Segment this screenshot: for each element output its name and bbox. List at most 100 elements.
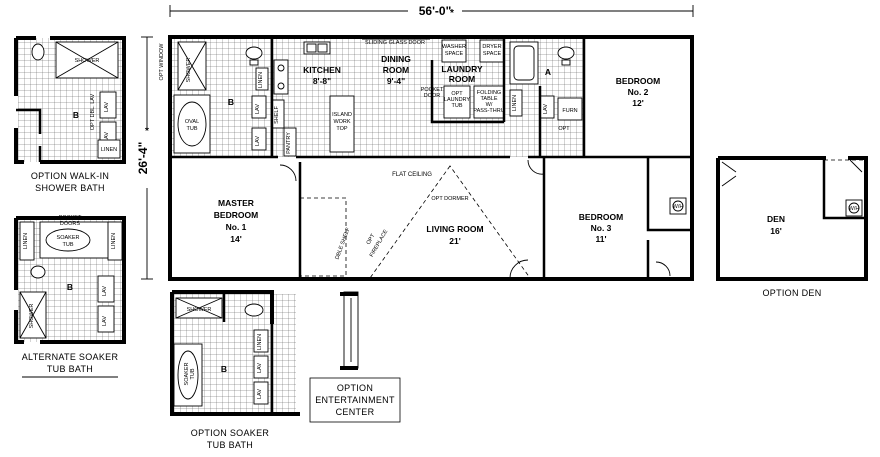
toilet bbox=[245, 46, 263, 60]
svg-text:OVAL: OVAL bbox=[185, 119, 199, 125]
svg-text:LAV: LAV bbox=[102, 316, 108, 326]
svg-text:SOAKER: SOAKER bbox=[184, 363, 190, 386]
caption-walk-in-line1: OPTION WALK-IN bbox=[31, 171, 109, 181]
svg-text:FLAT CEILING: FLAT CEILING bbox=[392, 172, 432, 178]
svg-text:W/H: W/H bbox=[849, 206, 860, 212]
svg-text:LAUNDRY: LAUNDRY bbox=[441, 64, 483, 74]
svg-text:TUB: TUB bbox=[63, 242, 74, 248]
caption-ent-line1: OPTION bbox=[337, 383, 373, 393]
caption-walk-in-line2: SHOWER BATH bbox=[35, 183, 105, 193]
pantry bbox=[283, 127, 297, 157]
svg-text:9'-4": 9'-4" bbox=[387, 76, 405, 86]
svg-text:LAV: LAV bbox=[104, 132, 110, 142]
svg-text:LINEN: LINEN bbox=[111, 233, 117, 249]
svg-text:No. 2: No. 2 bbox=[628, 87, 649, 97]
range bbox=[273, 59, 289, 95]
svg-text:14': 14' bbox=[230, 234, 241, 244]
svg-text:ISLAND: ISLAND bbox=[332, 112, 352, 118]
linen-closet bbox=[255, 67, 269, 91]
caption-den: OPTION DEN bbox=[762, 288, 821, 298]
svg-text:A: A bbox=[545, 67, 551, 77]
folding-table bbox=[473, 85, 505, 119]
svg-text:DBLE SHELF: DBLE SHELF bbox=[334, 226, 351, 260]
svg-text:MASTER: MASTER bbox=[218, 198, 254, 208]
svg-text:B: B bbox=[73, 110, 79, 120]
svg-text:OPT WINDOW: OPT WINDOW bbox=[159, 43, 165, 81]
svg-text:8'-8": 8'-8" bbox=[313, 76, 331, 86]
caption-opt-soaker-line2: TUB BATH bbox=[207, 440, 253, 450]
svg-text:TUB: TUB bbox=[187, 126, 198, 132]
svg-text:OPT: OPT bbox=[451, 91, 463, 97]
svg-text:LINEN: LINEN bbox=[101, 147, 117, 153]
svg-text:21': 21' bbox=[449, 236, 460, 246]
washer-space bbox=[441, 39, 467, 63]
svg-text:SLIDING GLASS DOOR: SLIDING GLASS DOOR bbox=[365, 40, 425, 46]
svg-text:LAV: LAV bbox=[257, 363, 263, 373]
svg-text:W/H: W/H bbox=[673, 204, 684, 210]
svg-text:SHELF: SHELF bbox=[274, 105, 280, 123]
svg-text:SPACE: SPACE bbox=[445, 51, 464, 57]
alternate-soaker-tub-bath: SOAKER TUB POCKET DOORS LINEN LINEN SHOW… bbox=[14, 215, 126, 378]
island-work-top bbox=[329, 95, 355, 153]
svg-text:OPT: OPT bbox=[558, 126, 570, 132]
svg-text:TOP: TOP bbox=[336, 126, 348, 132]
svg-text:LINEN: LINEN bbox=[23, 233, 29, 249]
svg-text:*: * bbox=[450, 8, 454, 19]
caption-opt-soaker-line1: OPTION SOAKER bbox=[191, 428, 270, 438]
svg-text:OPT: OPT bbox=[366, 233, 377, 246]
svg-text:*: * bbox=[145, 126, 149, 137]
svg-text:LAV: LAV bbox=[102, 286, 108, 296]
svg-text:ROOM: ROOM bbox=[449, 74, 475, 84]
svg-text:SHOWER: SHOWER bbox=[75, 58, 100, 64]
furnace bbox=[557, 97, 583, 121]
svg-text:DEN: DEN bbox=[767, 214, 785, 224]
svg-text:16': 16' bbox=[770, 226, 781, 236]
svg-text:ROOM: ROOM bbox=[383, 65, 409, 75]
caption-alt-soaker-line2: TUB BATH bbox=[47, 364, 93, 374]
svg-text:LIVING ROOM: LIVING ROOM bbox=[426, 224, 483, 234]
svg-text:BEDROOM: BEDROOM bbox=[579, 212, 623, 222]
svg-text:SHOWER: SHOWER bbox=[187, 307, 212, 313]
option-soaker-tub-bath: SHOWER SOAKER TUB LINEN LAV LAV B OPTION… bbox=[170, 290, 300, 450]
svg-text:SHOWER: SHOWER bbox=[29, 304, 35, 329]
svg-text:LINEN: LINEN bbox=[512, 95, 518, 111]
svg-text:No. 1: No. 1 bbox=[226, 222, 247, 232]
svg-text:LAV: LAV bbox=[255, 104, 261, 114]
svg-text:B: B bbox=[67, 282, 73, 292]
svg-text:LAUNDRY: LAUNDRY bbox=[444, 97, 471, 103]
caption-ent-line2: ENTERTAINMENT bbox=[315, 395, 395, 405]
svg-text:LAV: LAV bbox=[255, 136, 261, 146]
exterior-wall bbox=[168, 35, 694, 281]
option-walk-in-shower-bath: SHOWER LAV LAV OPT DBL. LAV LINEN B OPTI… bbox=[14, 36, 126, 193]
svg-text:No. 3: No. 3 bbox=[591, 223, 612, 233]
svg-text:DINING: DINING bbox=[381, 54, 411, 64]
svg-text:B: B bbox=[221, 364, 227, 374]
svg-text:BEDROOM: BEDROOM bbox=[214, 210, 258, 220]
lav-sink bbox=[251, 95, 267, 119]
svg-text:TABLE: TABLE bbox=[480, 96, 497, 102]
opt-laundry-tub bbox=[443, 85, 471, 119]
svg-text:FURN: FURN bbox=[562, 108, 577, 114]
svg-text:DOORS: DOORS bbox=[60, 221, 81, 227]
svg-text:WASHER: WASHER bbox=[442, 44, 466, 50]
svg-text:DRYER: DRYER bbox=[482, 44, 501, 50]
svg-text:TUB: TUB bbox=[190, 368, 196, 379]
svg-text:12': 12' bbox=[632, 98, 643, 108]
svg-text:LAV: LAV bbox=[104, 102, 110, 112]
main-house: SHOWER OVAL TUB LAV LAV LINEN B SHELF PA… bbox=[159, 35, 694, 281]
width-dimension-label: 56'-0" bbox=[419, 4, 452, 18]
svg-text:B: B bbox=[228, 97, 234, 107]
opt-dormer-outline bbox=[369, 165, 531, 279]
svg-text:WORK: WORK bbox=[333, 119, 350, 125]
svg-text:LINEN: LINEN bbox=[257, 334, 263, 350]
width-dimension: 56'-0" * bbox=[169, 3, 694, 19]
svg-text:OPT DBL. LAV: OPT DBL. LAV bbox=[90, 93, 96, 130]
svg-text:TUB: TUB bbox=[452, 103, 463, 109]
svg-text:LINEN: LINEN bbox=[258, 72, 264, 88]
svg-text:PANTRY: PANTRY bbox=[286, 132, 292, 154]
svg-text:PASS-THRU: PASS-THRU bbox=[473, 108, 504, 114]
svg-text:FOLDING: FOLDING bbox=[477, 90, 501, 96]
svg-text:W/: W/ bbox=[486, 102, 493, 108]
caption-ent-line3: CENTER bbox=[336, 407, 375, 417]
